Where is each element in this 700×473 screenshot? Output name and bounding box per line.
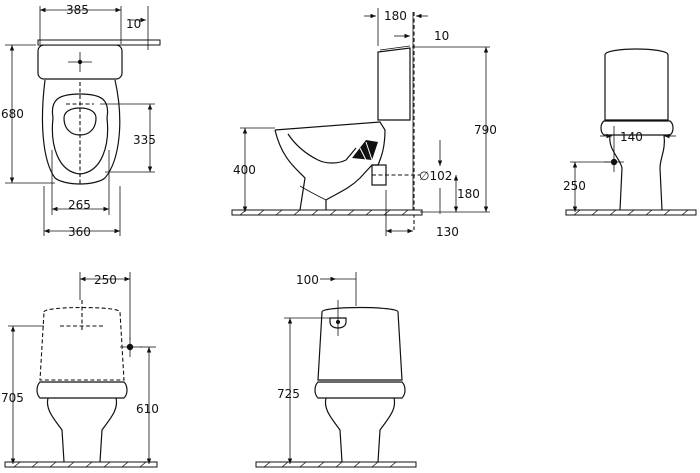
dim-front-right-height: 725 (277, 387, 300, 401)
dim-cistern-depth: 180 (384, 9, 407, 23)
dim-rear-outlet-offset: 140 (620, 130, 643, 144)
dim-front-inlet-height: 610 (136, 402, 159, 416)
dim-seat-width: 265 (68, 198, 91, 212)
front-view-left-dimensions: 250 705 610 (1, 272, 159, 464)
dim-outlet-height: 180 (457, 187, 480, 201)
dim-total-height: 790 (474, 123, 497, 137)
dim-outlet-projection: 130 (436, 225, 459, 239)
dim-base-width: 360 (68, 225, 91, 239)
rear-view (565, 48, 697, 216)
side-view (231, 12, 423, 230)
side-view-dimensions: 180 10 790 400 ∅102 180 130 (233, 8, 497, 239)
top-view-dimensions: 385 10 680 335 265 360 (1, 3, 156, 239)
dim-seat-height: 400 (233, 163, 256, 177)
dim-wall-gap: 10 (434, 29, 449, 43)
top-view (37, 39, 161, 185)
front-view-right (255, 300, 417, 468)
rear-view-dimensions: 140 250 (563, 126, 676, 212)
dim-seat-depth: 335 (133, 133, 156, 147)
front-view-left (4, 300, 158, 468)
dim-rear-outlet-height: 250 (563, 179, 586, 193)
front-view-right-dimensions: 100 725 (277, 272, 357, 464)
dim-top-offset: 10 (126, 17, 141, 31)
dim-front-height: 705 (1, 391, 24, 405)
dim-top-width: 385 (66, 3, 89, 17)
dim-outlet-diameter: ∅102 (419, 169, 452, 183)
dim-top-depth: 680 (1, 107, 24, 121)
dim-front-right-inlet-offset: 100 (296, 273, 319, 287)
dim-front-inlet-offset: 250 (94, 273, 117, 287)
